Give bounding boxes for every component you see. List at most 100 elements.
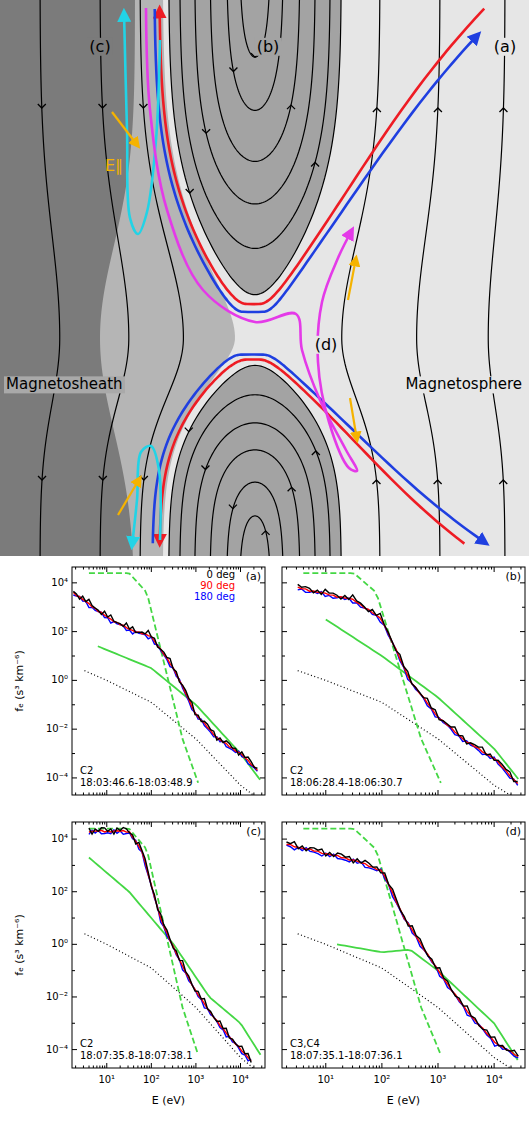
axis-ticks (282, 567, 525, 795)
panel-tag: (b) (255, 38, 282, 56)
time-label: 18:03:46.6-18:03:48.9 (80, 777, 193, 789)
legend-swatch: 90 deg (200, 580, 235, 592)
electron-trajectory (132, 446, 161, 546)
reference-curve (89, 829, 198, 1055)
spectrum-curves (298, 573, 522, 795)
panel-tag: (b) (505, 571, 521, 584)
distribution-curve (298, 589, 518, 785)
field-direction-arrow (201, 466, 209, 470)
tick-label: 10⁻² (46, 723, 68, 735)
distribution-curve (73, 592, 257, 770)
field-direction-arrow (99, 476, 107, 480)
distribution-curve (298, 587, 518, 783)
tick-label: 10⁻⁴ (46, 772, 68, 784)
axis-ticks (282, 822, 525, 1068)
spectrum-curves (286, 829, 521, 1068)
distribution-curve (73, 591, 257, 768)
field-direction-arrow (373, 108, 381, 112)
panel-frame (72, 567, 265, 795)
field-line (342, 0, 380, 556)
field-direction-arrow (38, 476, 46, 480)
panel-tag: (d) (505, 826, 521, 839)
distribution-panels (72, 567, 525, 1076)
region-label: Magnetosheath (4, 376, 125, 393)
legend-swatch: 180 deg (194, 591, 235, 603)
efield-arrow (112, 112, 138, 146)
model-curve (84, 934, 262, 1068)
field-line (211, 0, 300, 161)
tick-label: 10³ (430, 1074, 447, 1086)
spacecraft-label: C3,C4 (290, 1038, 320, 1050)
field-label: E∥ (105, 157, 123, 175)
electron-trajectory (155, 9, 479, 312)
spacecraft-label: C2 (80, 1038, 93, 1050)
field-line (195, 423, 315, 556)
axis-ticks (72, 567, 265, 795)
axis-title: fₑ (s³ km⁻⁶) (14, 650, 27, 711)
field-direction-arrow (311, 163, 319, 167)
panel-tag: (d) (313, 336, 340, 354)
field-line (488, 0, 505, 556)
field-line (227, 0, 282, 110)
field-line (227, 482, 283, 556)
field-direction-arrow (38, 104, 46, 108)
field-line (210, 450, 299, 556)
tick-label: 10¹ (98, 1074, 115, 1086)
model-curve (298, 671, 522, 795)
field-line (180, 395, 330, 556)
field-line (180, 0, 330, 248)
efield-arrow (348, 258, 356, 300)
distribution-curve (286, 845, 518, 1058)
electron-trajectory (160, 9, 485, 304)
field-direction-arrow (499, 108, 507, 112)
reference-curve (89, 858, 261, 1055)
distribution-curve (89, 830, 251, 1061)
axis-ticks (72, 822, 265, 1068)
field-direction-arrow (202, 129, 210, 133)
field-direction-arrow (99, 104, 107, 108)
time-label: 18:07:35.1-18:07:36.1 (290, 1050, 403, 1062)
time-label: 18:07:35.8-18:07:38.1 (80, 1050, 193, 1062)
spectrum-panel (72, 822, 265, 1076)
tick-label: 10⁻⁴ (46, 1044, 68, 1056)
field-line (40, 0, 60, 556)
tick-label: 10² (143, 1074, 160, 1086)
axis-title: fₑ (s³ km⁻⁶) (14, 914, 27, 975)
legend-label: 0 deg (207, 569, 235, 580)
legend-label: 90 deg (200, 580, 235, 591)
field-direction-arrow (312, 451, 320, 455)
field-line (195, 0, 315, 204)
field-direction-arrow (185, 428, 193, 432)
tick-label: 10⁴ (51, 577, 68, 589)
reference-curve (89, 573, 198, 783)
panel-frame (282, 822, 525, 1068)
tick-label: 10⁻² (46, 991, 68, 1003)
field-direction-arrow (434, 480, 442, 484)
tick-label: 10² (374, 1074, 391, 1086)
field-line (241, 516, 270, 556)
field-direction-arrow (186, 189, 194, 193)
reference-curve (303, 573, 440, 783)
panel-tag: (c) (87, 38, 112, 56)
panel-tag: (c) (246, 826, 261, 839)
spectrum-panel (282, 822, 525, 1076)
legend-swatch: 0 deg (207, 569, 235, 581)
spectrum-panel (72, 567, 265, 802)
spectrum-panel (282, 567, 525, 802)
panel-tag: (a) (492, 38, 518, 56)
reconnection-sketch (0, 0, 507, 556)
field-direction-arrow (372, 480, 380, 484)
time-label: 18:06:28.4-18:06:30.7 (290, 777, 403, 789)
reference-curve (337, 944, 518, 1060)
panel-tag: (a) (246, 571, 261, 584)
distribution-curve (89, 830, 251, 1060)
axis-title: E (eV) (152, 1095, 185, 1108)
tick-label: 10⁰ (51, 939, 68, 951)
spectrum-curves (73, 573, 262, 795)
tick-label: 10³ (188, 1074, 205, 1086)
magnetosheath-ground (0, 0, 135, 556)
panel-frame (282, 567, 525, 795)
distribution-curve (286, 842, 518, 1056)
